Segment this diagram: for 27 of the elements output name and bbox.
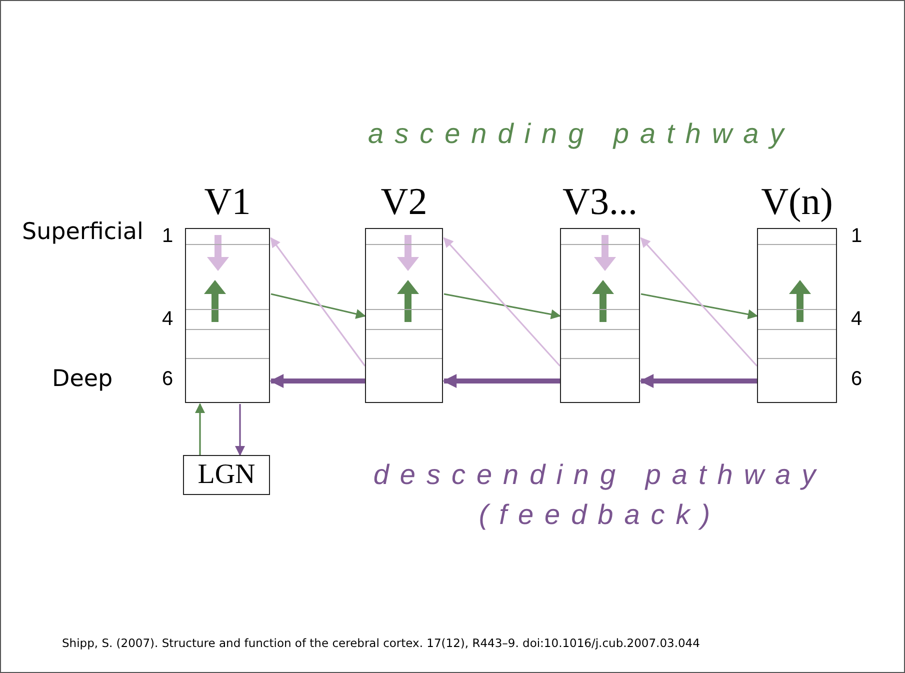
arrow xyxy=(270,237,366,366)
arrow xyxy=(640,374,757,388)
citation: Shipp, S. (2007). Structure and function of the cerebral cortex. 17(12), R443–9. doi:10.1016/j.cub.2007.03.044 xyxy=(62,636,700,650)
layer-number: 6 xyxy=(162,368,174,391)
layer-group-label: Deep xyxy=(52,366,113,392)
arrow xyxy=(235,404,245,456)
column-heading: V3... xyxy=(562,180,638,224)
arrow xyxy=(443,237,561,367)
pathway-label: ascending pathway xyxy=(368,118,796,150)
arrow xyxy=(640,293,758,320)
layer-number: 6 xyxy=(851,368,862,391)
arrow xyxy=(270,374,365,388)
column-heading: V2 xyxy=(380,180,428,224)
arrow xyxy=(444,293,561,320)
arrow xyxy=(442,374,560,388)
arrow xyxy=(270,293,366,319)
arrow xyxy=(640,237,758,367)
text-box: LGN xyxy=(183,455,270,495)
layer-number: 1 xyxy=(162,225,174,248)
layer-number: 1 xyxy=(851,225,862,248)
column-heading: V1 xyxy=(203,180,252,224)
arrow xyxy=(195,403,205,455)
pathway-label: descending pathway (feedback) xyxy=(372,458,828,532)
column-heading: V(n) xyxy=(760,180,834,224)
layer-number: 4 xyxy=(162,308,174,331)
layer-number: 4 xyxy=(851,308,862,331)
layer-group-label: Superficial xyxy=(22,219,144,245)
